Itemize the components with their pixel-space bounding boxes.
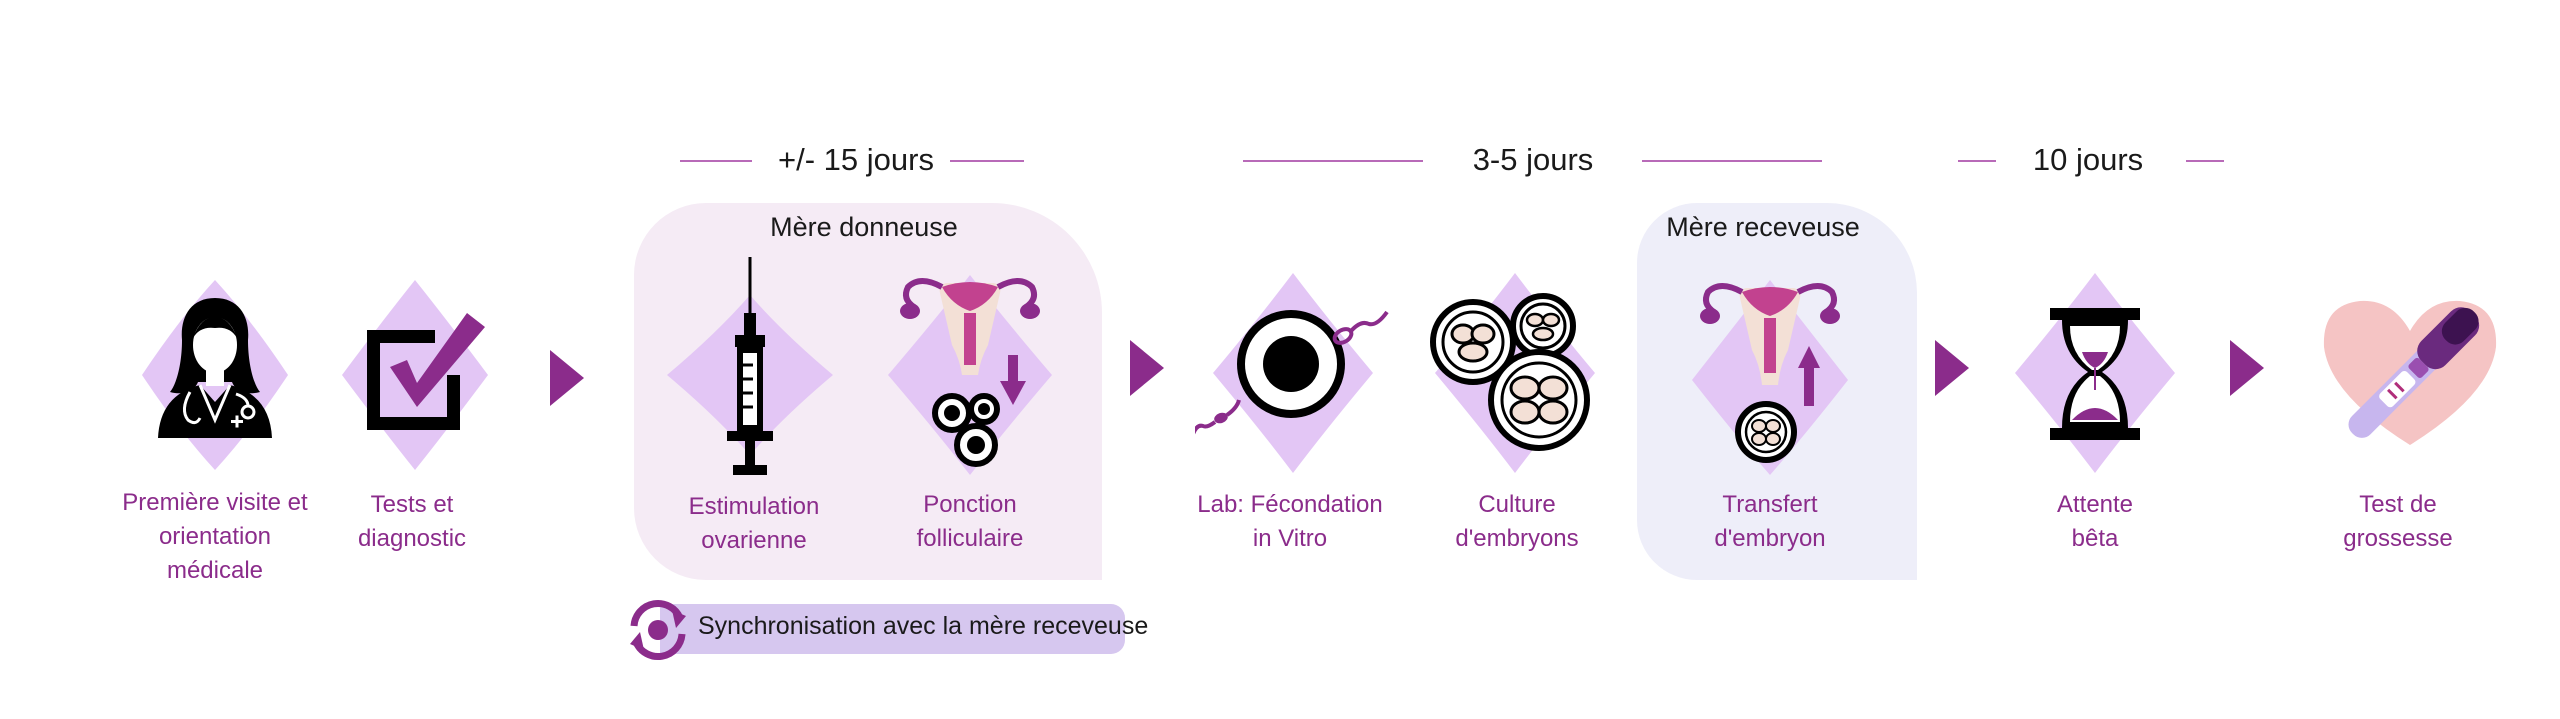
duration-line (950, 160, 1024, 162)
step-label: Transfert d'embryon (1714, 491, 1826, 552)
pregnancy-test-icon (2323, 300, 2497, 445)
arrow-right-icon (1935, 340, 1969, 396)
sync-icon (630, 599, 686, 661)
syringe-icon (667, 257, 833, 475)
doctor-icon (142, 280, 288, 470)
duration-line (680, 160, 752, 162)
duration-line (1243, 160, 1423, 162)
step-label: Estimulation ovarienne (688, 493, 820, 554)
arrow-right-icon (1130, 340, 1164, 396)
step-label: Ponction folliculaire (916, 491, 1024, 552)
duration-label-lab: 3-5 jours (1472, 142, 1594, 177)
donor-panel-title: Mère donneuse (770, 212, 958, 242)
sync-banner (660, 604, 1125, 654)
embryos-icon (1430, 273, 1595, 473)
step-label: Lab: Fécondation in Vitro (1197, 491, 1383, 552)
hourglass-icon (2015, 273, 2175, 473)
step-label: Test de grossesse (2343, 491, 2453, 552)
uterus-embryo-icon (1692, 280, 1848, 475)
duration-line (2186, 160, 2224, 162)
duration-label-donor: +/- 15 jours (778, 142, 934, 177)
arrow-right-icon (550, 350, 584, 406)
step-label: Première visite et orientation médicale (122, 489, 308, 584)
step-label: Culture d'embryons (1455, 491, 1579, 552)
sync-label: Synchronisation avec la mère receveuse (698, 612, 1149, 640)
duration-line (1958, 160, 1996, 162)
recipient-panel-title: Mère receveuse (1666, 212, 1860, 242)
arrow-right-icon (2230, 340, 2264, 396)
duration-line (1642, 160, 1822, 162)
checkbox-icon (342, 280, 488, 470)
step-label: Tests et diagnostic (357, 491, 467, 552)
duration-label-wait: 10 jours (2032, 142, 2144, 177)
step-label: Attente bêta (2056, 491, 2134, 552)
uterus-follicles-icon (888, 275, 1052, 475)
ovum-sperm-icon (1195, 273, 1389, 473)
